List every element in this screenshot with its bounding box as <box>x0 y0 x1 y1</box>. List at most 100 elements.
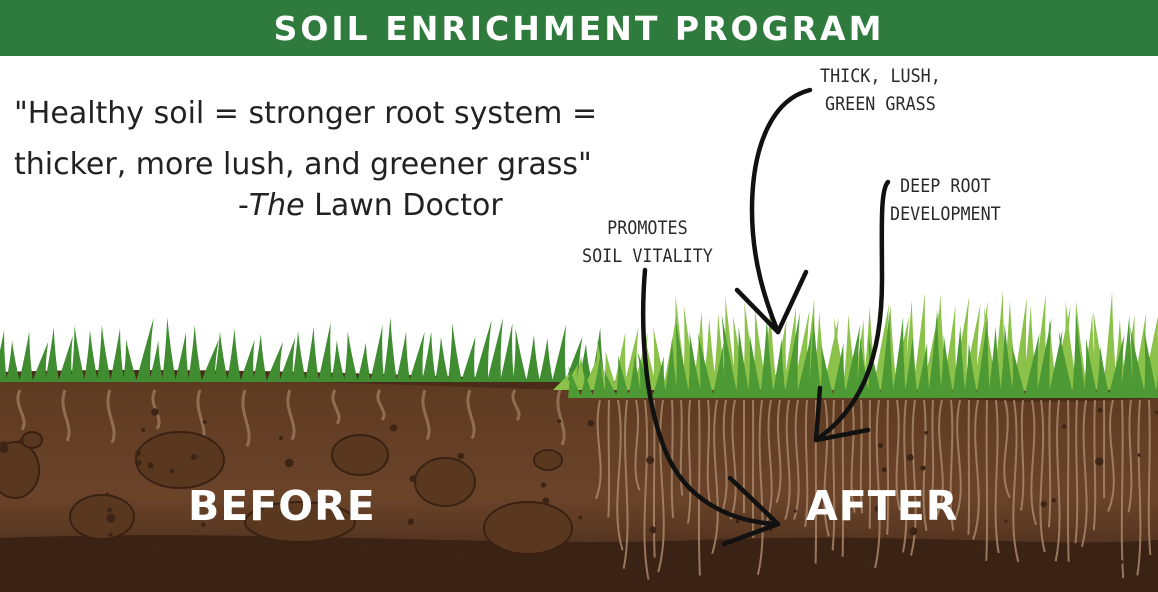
soil-speck <box>793 509 797 513</box>
soil-speck <box>587 420 595 427</box>
grass-blade <box>201 339 219 382</box>
grass-blade <box>448 323 462 382</box>
soil-speck <box>649 526 657 534</box>
soil-speck <box>1154 410 1158 414</box>
callout-arrows <box>640 87 891 547</box>
grass-blade <box>784 312 800 398</box>
grass-blade <box>592 354 606 398</box>
grass-blade <box>1024 332 1040 398</box>
root <box>1012 399 1020 563</box>
soil-speck <box>1137 453 1141 457</box>
soil-speck <box>815 574 819 578</box>
root <box>804 399 809 528</box>
quote-block: "Healthy soil = stronger root system = t… <box>14 88 674 190</box>
grass-blade <box>487 318 503 382</box>
arrow-soil-vitality <box>640 267 781 527</box>
grass-blade <box>110 328 124 382</box>
soil-speck <box>646 456 655 465</box>
rock <box>483 501 573 555</box>
root <box>1080 399 1088 548</box>
soil-speck <box>390 424 398 432</box>
root <box>1020 399 1025 511</box>
grass-blade <box>832 342 846 398</box>
root <box>1136 399 1142 576</box>
grass-blade <box>175 332 189 382</box>
grass-blade <box>357 342 371 382</box>
root <box>643 399 650 580</box>
grass-blade <box>253 334 267 382</box>
root <box>511 389 521 422</box>
banner-title: SOIL ENRICHMENT PROGRAM <box>273 8 885 48</box>
soil-deep-band <box>0 535 1158 592</box>
soil-speck <box>0 444 9 453</box>
callout-line: DEEP ROOT <box>900 175 991 197</box>
grass-blade <box>240 339 255 382</box>
arrow-thick-grass <box>749 87 813 335</box>
arrow-thick-grass-head <box>734 269 809 335</box>
grass-blade <box>370 324 384 382</box>
root <box>756 399 764 576</box>
grass-blade <box>45 327 59 382</box>
soil-speck <box>1051 498 1056 503</box>
root <box>850 399 856 513</box>
root <box>1074 399 1079 544</box>
grass-blade <box>988 326 1002 398</box>
root <box>936 399 944 516</box>
soil-speck <box>906 453 914 461</box>
grass-blade <box>892 316 906 398</box>
grass-blade <box>1103 291 1117 390</box>
soil-speck <box>974 543 983 552</box>
root <box>972 399 980 540</box>
soil-speck <box>409 475 417 483</box>
grass-blade <box>712 342 726 398</box>
grass-blade <box>796 332 812 398</box>
grass-blade <box>616 355 630 398</box>
grass-blade <box>6 340 20 382</box>
grass-blade <box>123 339 137 382</box>
root <box>622 399 629 569</box>
root <box>711 399 719 554</box>
soil-rocks <box>0 431 573 555</box>
quote-attribution: -The Lawn Doctor <box>238 188 503 223</box>
root <box>895 399 901 511</box>
root <box>784 399 791 520</box>
root <box>697 399 701 576</box>
grass-blade <box>435 336 449 382</box>
root <box>1127 399 1133 513</box>
soil-speck <box>151 545 159 553</box>
root <box>376 389 386 421</box>
grass-blade <box>71 325 85 382</box>
grass-blade <box>976 314 990 398</box>
grass-blade <box>653 326 667 390</box>
root <box>902 399 908 553</box>
roots-after <box>594 399 1152 580</box>
grass-blade <box>628 353 642 398</box>
root <box>729 399 737 520</box>
soil-speck <box>1095 457 1104 466</box>
grass-blade <box>1093 310 1107 390</box>
grass-blade <box>513 328 527 382</box>
soil-speck <box>455 554 463 563</box>
root <box>241 389 251 448</box>
root <box>1147 399 1152 556</box>
soil-speck <box>359 546 369 556</box>
root <box>823 399 830 537</box>
root <box>831 399 836 551</box>
root <box>687 399 692 524</box>
soil-speck <box>151 408 159 416</box>
grass-blade <box>664 338 678 398</box>
grass-blade <box>964 343 978 398</box>
grass-blade <box>396 331 410 382</box>
grass-blade <box>1058 330 1074 398</box>
root <box>16 389 26 431</box>
root <box>634 399 641 491</box>
soil-speck <box>970 569 976 575</box>
rock <box>533 449 563 471</box>
root <box>1047 399 1052 528</box>
soil-speck <box>909 527 918 536</box>
grass-blade <box>214 331 228 382</box>
grass-blade <box>97 325 111 382</box>
grass-blade <box>526 334 540 382</box>
soil-speck <box>106 513 116 523</box>
grass-blade <box>688 331 702 398</box>
